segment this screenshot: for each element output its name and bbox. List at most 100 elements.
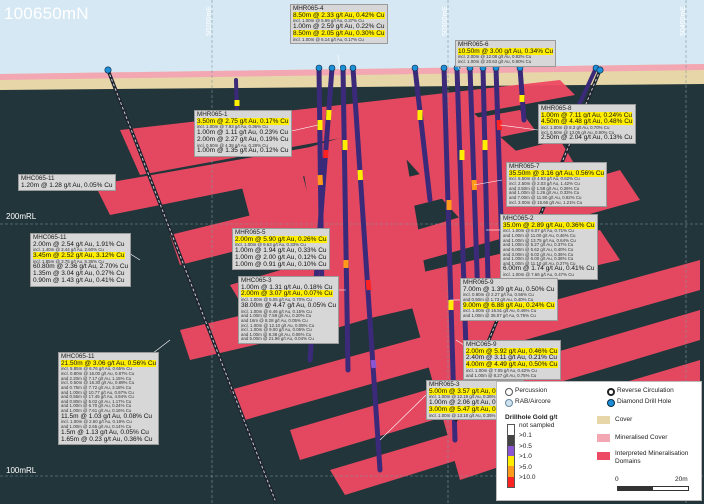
grade-label: >1.0 [519,453,532,461]
callout-hole-name: MHR065-9 [463,279,494,286]
rl-label-200: 200mRL [6,212,37,221]
drill-hole-trace [517,65,527,123]
intercept-subline: and 0.80m @ 5.02 g/t Au, 1.17% Cu [61,398,132,404]
intercept-line: 8.50m @ 2.05 g/t Au, 0.30% Cu [293,29,385,37]
intercept-line: 1.35m @ 3.04 g/t Au, 0.27% Cu [33,270,125,278]
callout-hole-name: MHR065-5 [235,229,266,236]
leader-line [337,54,341,71]
intercept-subline: incl. 1.00m @ 8.3 g/t Au, 0.70% Cu [541,125,610,131]
scale-label-20m: 20m [675,476,688,483]
legend-rab-label: RAB/Aircore [515,398,551,405]
intercept-line: 2.00m @ 2.27 g/t Au, 0.19% Cu [197,135,289,143]
legend-panel: Percussion Reverse Circulation RAB/Airco… [496,381,702,501]
assay-interval [496,119,502,131]
intercept-subline: and 16m @ 8.28 g/t Au, 0.05% Cu [241,317,308,323]
intercept-subline: and 1.00m @ 1.26 g/t Au, 0.33% Cu [509,190,580,196]
grade-segment [508,466,514,477]
collar-marker [411,64,419,72]
callout-hole-name: MHC065-11 [33,234,67,241]
assay-interval [357,169,363,181]
intercept-line: 4.00m @ 4.49 g/t Au, 0.50% Cu [466,361,558,369]
intercept-subline: incl. 1.00m @ 5.05 g/t Au, 0.70% Cu [241,297,312,303]
intercept-line: 1.00m @ 1.11 g/t Au, 0.23% Cu [197,129,289,137]
intercept-subline: incl. 1.00m @ 20.63 g/t Au, 0.90% Cu [458,59,532,65]
rl-label-100: 100mRL [6,466,37,475]
reverse-circulation-symbol-icon [607,388,615,396]
intercept-subline: and 7.00m @ 11.90 g/t Au, 0.92% Cu [509,194,582,200]
intercept-line: 60.80m @ 2.36 g/t Au, 2.70% Cu [33,263,129,271]
intercept-subline: incl. 1.00m @ 7.93 g/t Au, 0.36% Cu [197,124,268,130]
intercept-subline: incl. 1.00m @ 6.07 g/t Au, 0.71% Cu [503,228,574,234]
drill-hole-trace [412,65,433,203]
intercept-line: 0.90m @ 1.43 g/t Au, 0.41% Cu [33,277,125,285]
intercept-subline: and 1.00m @ 11.10 g/t Au, 0.27% Cu [503,260,576,266]
intercept-line: 3.00m @ 5.47 g/t Au, 0.30% Cu [429,405,521,413]
intercept-subline: and 1.00m @ 10.77 g/t Au, 0.97% Cu [61,389,134,395]
intercept-subline: incl. 5.85m @ 6.76 g/t Au, 0.65% Cu [61,366,132,372]
intercept-subline: incl. 0.80m @ 16.00 g/t Au, 0.87% Cu [61,371,135,377]
collar-marker [104,66,112,74]
intercept-subline: incl. 1.00m @ 16.51 g/t Au, 0.46% Cu [463,308,537,314]
intercept-line: 1.65m @ 0.23 g/t Au, 0.36% Cu [61,435,153,443]
intercept-subline: and 1.00m @ 8.27 g/t Au, 0.75% Cu [466,372,537,378]
grade-label: >0.1 [519,432,532,440]
intercept-line: 1.00m @ 0.91 g/t Au, 0.10% Cu [235,260,327,268]
intercept-subline: incl. 1.00m @ 6.46 g/t Au, 0.15% Cu [241,308,312,314]
intercept-subline: and 1.00m @ 8.38 g/t Au, 0.06% Cu [241,331,312,337]
grade-label: >0.5 [519,442,532,450]
assay-interval [317,174,323,186]
intercept-line: 2.00m @ 5.92 g/t Au, 0.46% Cu [466,347,558,355]
callout-hole-name: MHR065-6 [458,41,489,48]
intercept-subline: and 1.00m @ 6.70 g/t Au, 0.24% Cu [61,403,132,409]
intercept-subline: and 0.50m @ 1.73 g/t Au, 0.40% Cu [463,297,534,303]
intercept-subline: incl. 1.00m @ 13.18 g/t Au, 0.35% Cu [429,412,503,418]
callout-hole-name: MHR065-3 [429,381,460,388]
intercept-subline: incl. 0.50m @ 13.05 g/t Au, 0.90% Cu [541,129,615,135]
legend-domains-label: Interpreted Mineralisation Domains [615,450,689,465]
intercept-line: 35.50m @ 3.16 g/t Au, 0.56% Cu [509,169,605,177]
collar-marker [596,66,604,74]
cover-swatch [597,416,610,424]
intercept-subline: and 1.00m @ 6.00 g/t Au, 0.38% Cu [503,256,574,262]
grade-colour-bar [507,424,515,488]
scale-label-zero: 0 [615,476,619,483]
grade-segment [508,476,514,487]
callout-hole-name: MHR065-1 [197,111,228,118]
intercept-subline: incl. 0.50m @ 4.38 g/t Au, 0.28% Cu [197,142,268,148]
intercept-line: 21.50m @ 3.06 g/t Au, 0.56% Cu [61,359,157,367]
grade-segment [508,425,514,436]
intercept-subline: and 1.00m @ 2.65 g/t Au, 0.14% Cu [61,424,132,430]
drill-hole-trace [107,69,276,501]
intercept-line: 1.00m @ 1.31 g/t Au, 0.18% Cu [241,283,333,291]
intercept-line: 1.5m @ 1.13 g/t Au, 0.05% Cu [61,428,149,436]
intercept-subline: and 6.00m @ 5.62 g/t Au, 0.40% Cu [503,246,574,252]
intercept-line: 8.50m @ 2.33 g/t Au, 0.42% Cu [293,11,385,19]
intercept-line: 10.50m @ 3.00 g/t Au, 0.34% Cu [458,47,554,55]
intercept-subline: incl. 0.80m @ 2.27 g/t Au, 0.56% Cu [463,292,534,298]
drill-hole-trace [340,65,351,373]
intercept-subline: and 1.00m @ 35.07 g/t Au, 0.75% Cu [463,313,536,319]
intercept-subline: incl. 6.50m @ 4.93 g/t Au, 0.62% Cu [509,176,580,182]
intercept-subline: and 1.00m @ 13.75 g/t Au, 0.64% Cu [503,237,576,243]
intercept-subline: incl. 1.85m @ 3.75 g/t Au, 5.36% Cu [33,258,104,264]
intercept-subline: and 1.00m @ 7.61 g/t Au, 0.16% Cu [61,408,132,414]
assay-interval [370,359,377,369]
section-title: 100650mN [4,4,89,23]
grade-label: >10.0 [519,474,536,481]
drill-hole-trace [454,65,470,383]
intercept-line: 1.00m @ 2.00 g/t Au, 0.12% Cu [235,253,327,261]
legend-rc-label: Reverse Circulation [617,387,674,394]
intercept-subline: and 1.00m @ 7.59 g/t Au, 0.20% Cu [241,313,312,319]
grade-segment [508,455,514,467]
intercept-line: 1.00m @ 2.59 g/t Au, 0.22% Cu [293,23,385,31]
legend-mineralised-cover-label: Mineralised Cover [615,434,668,441]
legend-cover-label: Cover [615,416,633,423]
intercept-subline: and 1.00m @ 5.27 g/t Au, 0.37% Cu [503,242,574,248]
